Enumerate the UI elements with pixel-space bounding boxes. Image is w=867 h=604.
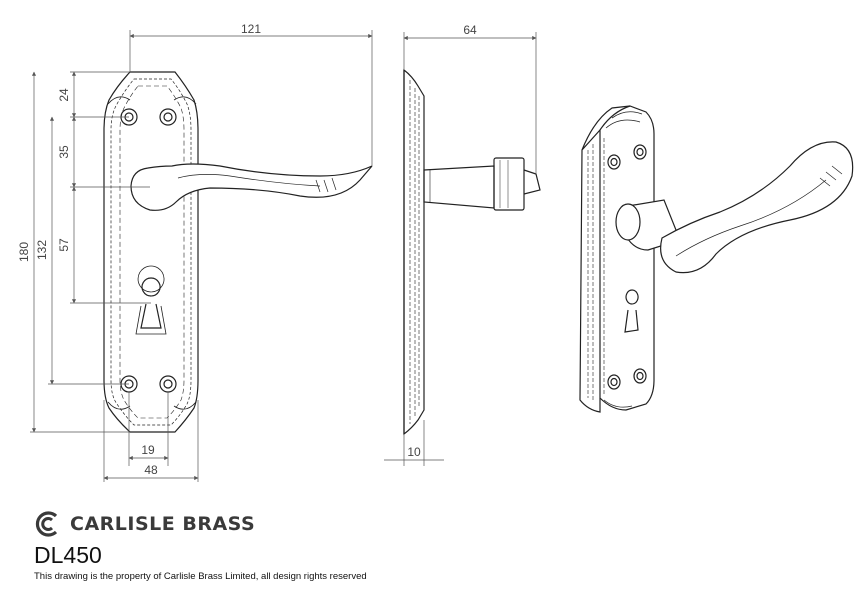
iso-lever-rose: [615, 203, 641, 241]
technical-drawing: 121 24 35 57 132 180 19 48 64 10: [17, 22, 854, 482]
iso-edge-detail: [587, 138, 605, 400]
front-keyhole: [140, 277, 162, 329]
isometric-view: [579, 105, 854, 413]
side-spindle: [423, 165, 495, 209]
front-bottom-bevel: [107, 401, 197, 410]
dim-screw-to-lever: 35: [57, 145, 71, 159]
dim-overall-width: 121: [241, 22, 261, 36]
front-backplate-inner-border: [110, 78, 192, 426]
front-dimensions: [30, 30, 373, 482]
dim-plate-thickness: 10: [407, 445, 421, 459]
front-lever-handle: [130, 163, 373, 211]
dim-plate-width: 48: [144, 463, 158, 477]
brand-name: CARLISLE BRASS: [70, 513, 256, 535]
iso-screw-hole-top-right: [633, 144, 647, 160]
iso-keyhole: [624, 289, 639, 333]
side-backplate-detail: [409, 80, 420, 424]
dim-side-depth: 64: [463, 23, 477, 37]
iso-screw-hole-bottom-left: [607, 374, 621, 390]
front-keyhole-escutcheon: [135, 265, 167, 335]
side-dimensions: [384, 32, 537, 466]
iso-lever-detail: [675, 165, 843, 257]
footer: CARLISLE BRASS DL450 This drawing is the…: [34, 508, 367, 582]
dim-screw-centres: 132: [35, 240, 49, 260]
iso-screw-hole-bottom-right: [633, 368, 647, 384]
front-backplate-inner-border-2: [119, 85, 185, 419]
carlisle-brass-logo-icon: [35, 511, 58, 537]
dim-plate-height: 180: [17, 242, 31, 262]
side-lever-end: [493, 157, 525, 211]
iso-screw-hole-top-left: [607, 154, 621, 170]
iso-top-bevel: [605, 111, 643, 129]
iso-backplate-edge: [579, 105, 631, 413]
dim-screw-offset: 19: [141, 443, 155, 457]
side-view: [403, 68, 541, 436]
front-screw-hole-top-right: [159, 108, 177, 126]
front-screw-hole-bottom-right: [159, 375, 177, 393]
front-lever-detail: [177, 174, 337, 193]
dim-lever-to-keyhole: 57: [57, 238, 71, 252]
brand-row: CARLISLE BRASS: [34, 508, 367, 540]
side-backplate: [403, 68, 425, 436]
copyright-notice: This drawing is the property of Carlisle…: [34, 571, 367, 582]
iso-bottom-bevel: [603, 399, 633, 408]
front-dimension-labels: 121 24 35 57 132 180 19 48: [17, 22, 261, 477]
front-top-bevel: [107, 96, 197, 105]
side-dimension-labels: 64 10: [407, 23, 477, 459]
iso-lever-handle: [660, 141, 854, 274]
side-lever-tip: [523, 169, 541, 195]
dim-top-to-screw: 24: [57, 88, 71, 102]
front-view: [103, 71, 373, 433]
model-number: DL450: [34, 542, 102, 568]
iso-backplate-face: [599, 105, 655, 411]
front-backplate-outline: [103, 71, 199, 433]
